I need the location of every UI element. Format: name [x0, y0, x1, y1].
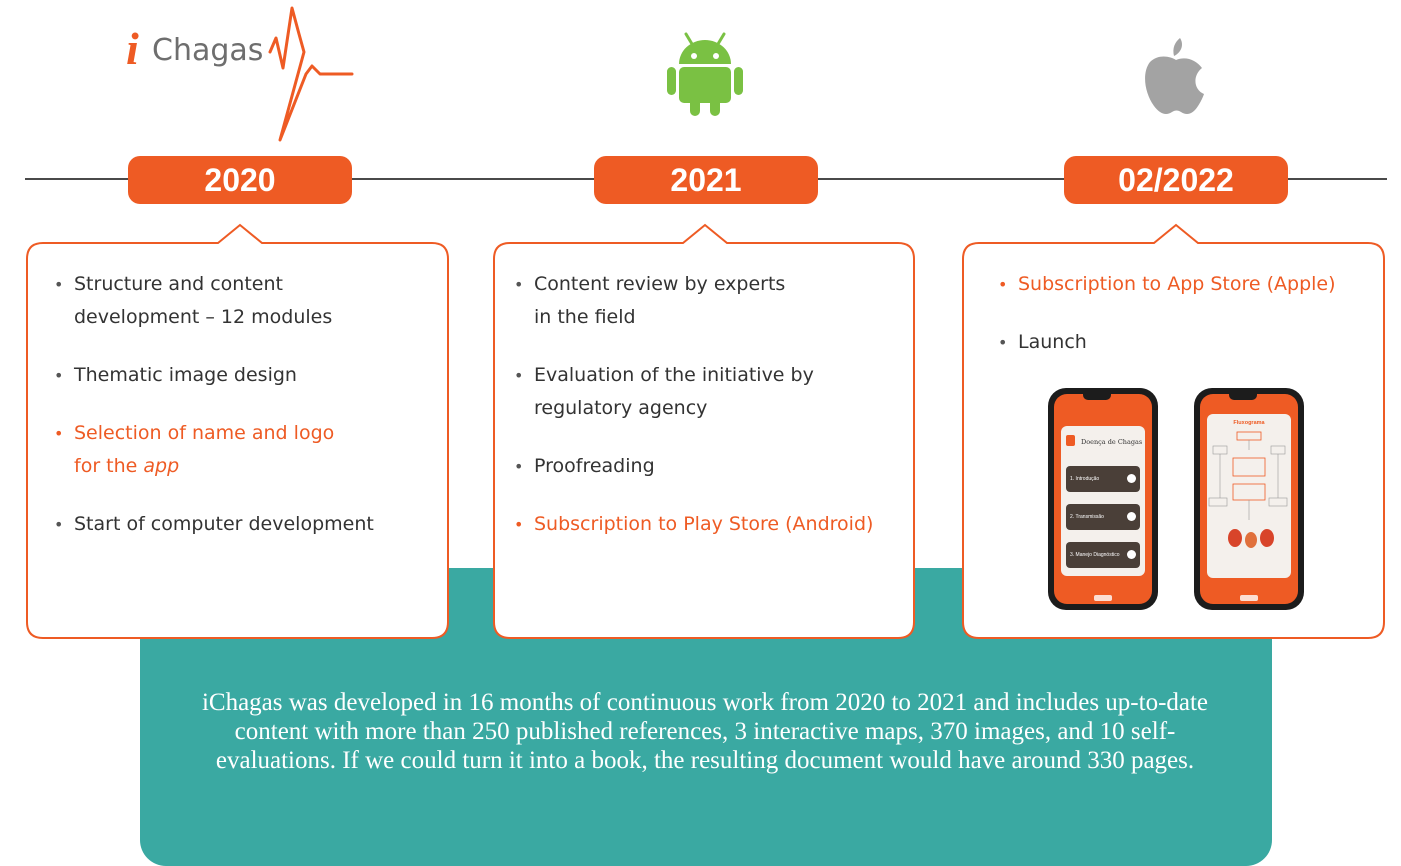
phone-mockup-menu: Doença de Chagas 1. Introdução 2. Transm…: [1048, 388, 1158, 610]
chevron-icon: [1127, 474, 1136, 483]
phone-title: Doença de Chagas: [1081, 438, 1143, 446]
logo-text: Chagas: [152, 33, 263, 68]
list-item: Subscription to Play Store (Android): [514, 508, 910, 541]
phone-title-icon: [1066, 435, 1075, 446]
phone-notch: [1229, 394, 1257, 400]
year-pill-2021: 2021: [594, 156, 818, 204]
phone-mockup-flowchart: Fluxograma: [1194, 388, 1304, 610]
ichagas-logo: i Chagas: [126, 6, 354, 142]
android-icon: [667, 32, 743, 116]
list-item: Evaluation of the initiative byregulator…: [514, 359, 910, 425]
phone-card: Fluxograma: [1207, 414, 1291, 578]
flowchart-illustration: [1208, 431, 1288, 548]
phone-bottom-bar: [1200, 588, 1298, 601]
phone-menu-item: 3. Manejo Diagnóstico: [1066, 542, 1140, 568]
list-item: Start of computer development: [54, 508, 444, 541]
logo-i: i: [126, 23, 139, 74]
apple-icon: [1145, 38, 1204, 114]
list-item: Launch: [998, 326, 1378, 359]
phone-menu-item: 1. Introdução: [1066, 466, 1140, 492]
chevron-icon: [1127, 512, 1136, 521]
phone-card: Doença de Chagas 1. Introdução 2. Transm…: [1061, 426, 1145, 576]
phone-notch: [1083, 394, 1111, 400]
phone-screen: Fluxograma: [1200, 394, 1298, 604]
list-item: Proofreading: [514, 450, 910, 483]
phone-menu-item: 2. Transmissão: [1066, 504, 1140, 530]
year-pill-2020: 2020: [128, 156, 352, 204]
summary-text: iChagas was developed in 16 months of co…: [201, 689, 1209, 774]
list-item: Subscription to App Store (Apple): [998, 268, 1378, 301]
phone-screen: Doença de Chagas 1. Introdução 2. Transm…: [1054, 394, 1152, 604]
phone-title: Fluxograma: [1233, 420, 1265, 426]
card-2022-list: Subscription to App Store (Apple) Launch: [998, 268, 1378, 384]
chevron-icon: [1127, 550, 1136, 559]
list-item: Thematic image design: [54, 359, 444, 392]
phone-bottom-bar: [1054, 588, 1152, 601]
heartbeat-path: [268, 6, 354, 142]
year-pill-2022: 02/2022: [1064, 156, 1288, 204]
